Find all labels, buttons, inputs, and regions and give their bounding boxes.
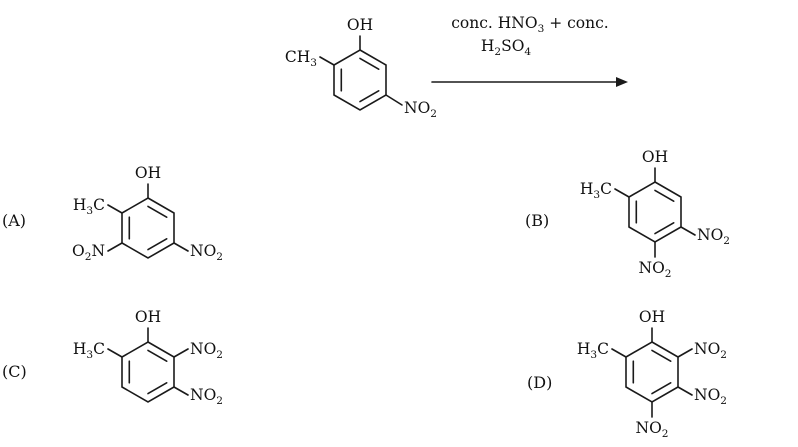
hydroxyl-label: OH — [346, 16, 374, 34]
nitro-label-upper-right: NO2 — [694, 340, 727, 362]
conditions-line1: conc. HNO3 + conc. — [451, 14, 609, 36]
nitro-label-bottom: NO2 — [638, 259, 672, 281]
benzene-ring-svg — [614, 167, 696, 258]
nitro-label-bottom: NO2 — [635, 419, 669, 441]
benzene-ring-svg — [611, 327, 693, 418]
hydroxyl-label: OH — [134, 308, 162, 326]
nitro-label-lower-right: NO2 — [694, 386, 727, 408]
methyl-label: H3C — [72, 340, 105, 362]
benzene-ring-svg — [107, 327, 189, 403]
nitro-label: NO2 — [404, 99, 437, 121]
nitro-label-lower-right: NO2 — [190, 386, 223, 408]
nitro-label-lower-left: O2N — [72, 242, 105, 264]
nitro-label-upper-right: NO2 — [190, 340, 223, 362]
hydroxyl-label: OH — [641, 148, 669, 166]
benzene-ring-svg — [107, 183, 189, 259]
methyl-label: H3C — [579, 180, 612, 202]
reactant-structure: OH CH3 NO2 — [270, 5, 450, 155]
option-d-structure: OH H3C NO2 NO2 NO2 — [562, 297, 742, 447]
benzene-ring-svg — [319, 35, 403, 111]
option-a-structure: OH H3C O2N NO2 — [58, 153, 238, 303]
option-b-structure: OH H3C NO2 NO2 — [565, 137, 745, 287]
methyl-label: H3C — [72, 196, 105, 218]
option-b-letter: (B) — [525, 211, 550, 230]
option-c-structure: OH H3C NO2 NO2 — [58, 297, 238, 447]
methyl-label: CH3 — [284, 48, 317, 70]
option-d-letter: (D) — [527, 373, 553, 392]
option-a-letter: (A) — [2, 211, 27, 230]
conditions-line2: H2SO4 — [480, 37, 532, 59]
nitro-label-lower-right: NO2 — [190, 242, 223, 264]
reaction-arrow — [431, 77, 628, 87]
nitro-label-lower-right: NO2 — [697, 226, 730, 248]
hydroxyl-label: OH — [638, 308, 666, 326]
option-c-letter: (C) — [2, 362, 27, 381]
methyl-label: H3C — [576, 340, 609, 362]
hydroxyl-label: OH — [134, 164, 162, 182]
